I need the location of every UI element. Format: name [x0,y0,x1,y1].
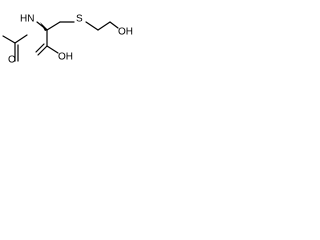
ethyl-chain-bond [97,21,111,31]
alpha-to-methylene-bond [46,21,61,31]
carbonyl-oxygen-label: O [8,55,16,66]
carboxyl-hydroxyl-bond [46,45,59,54]
nitrogen-label: HN [20,14,34,25]
carboxyl-double-bond-b [35,43,45,53]
sulfur-label: S [76,14,83,25]
acid-hydroxyl-label: OH [58,52,73,63]
chemical-structure-diagram: HN S O OH OH [2,14,133,66]
acetyl-to-nitrogen-bond [14,34,28,44]
nitrogen-to-alpha-bond [36,21,48,31]
terminal-hydroxyl-label: OH [118,27,133,38]
ethyl-to-hydroxyl-bond [109,21,119,29]
carboxyl-double-bond-a [37,45,48,56]
sulfur-to-ethyl-bond [85,21,99,31]
acetyl-methyl-bond [2,35,16,44]
